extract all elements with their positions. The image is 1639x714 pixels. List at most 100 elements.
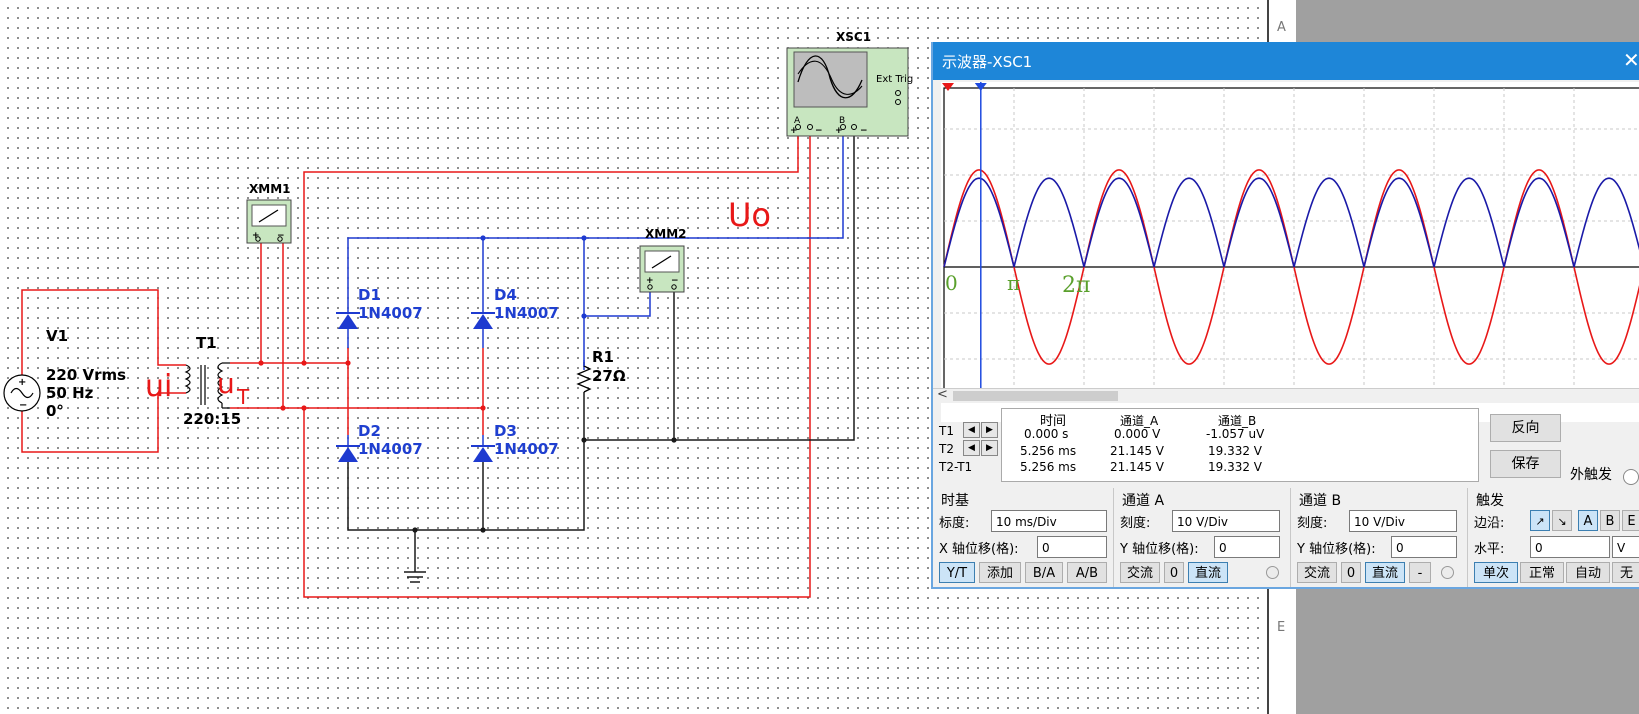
cursor-diff-label: T2-T1: [939, 460, 973, 474]
cursor-t1-label: T1: [939, 424, 954, 438]
zero-label: 0: [945, 271, 958, 295]
scroll-thumb[interactable]: [953, 391, 1118, 401]
rising-edge-icon[interactable]: ↗: [1530, 510, 1550, 531]
diode-d4-part: 1N4007: [494, 304, 559, 322]
diode-d2-name: D2: [358, 422, 381, 440]
channel-b-zero-button[interactable]: 0: [1341, 562, 1361, 583]
transformer-name: T1: [196, 334, 217, 352]
timebase-scale-label: 标度:: [939, 516, 970, 531]
red-wires[interactable]: [21, 132, 811, 598]
trigger-level-unit[interactable]: V: [1612, 536, 1639, 558]
blue-wires[interactable]: [347, 132, 844, 370]
channel-b-dc-button[interactable]: 直流: [1365, 562, 1405, 583]
annotation-ut: u: [217, 367, 235, 400]
trigger-level-field[interactable]: 0: [1530, 536, 1610, 558]
channel-b-minus-button[interactable]: -: [1409, 562, 1431, 583]
channel-b-ac-button[interactable]: 交流: [1297, 562, 1337, 583]
window-titlebar[interactable]: 示波器-XSC1 ✕: [933, 42, 1639, 80]
svg-text:−: −: [860, 126, 868, 136]
table-cell: 0.000 s: [1024, 427, 1069, 441]
source-frequency: 50 Hz: [46, 384, 94, 402]
diode-d2[interactable]: [336, 435, 360, 462]
channel-a-ac-button[interactable]: 交流: [1120, 562, 1160, 583]
falling-edge-icon[interactable]: ↘: [1552, 510, 1572, 531]
cursor-readout-table: 时间 通道_A 通道_B 0.000 s 0.000 V -1.057 uV 5…: [1001, 408, 1479, 482]
trigger-normal-button[interactable]: 正常: [1520, 562, 1564, 583]
channel-a-scale-field[interactable]: 10 V/Div: [1172, 510, 1280, 532]
diode-d3-name: D3: [494, 422, 517, 440]
multimeter-xmm2[interactable]: + −: [639, 245, 685, 293]
transformer-symbol[interactable]: [184, 362, 230, 409]
channel-a-ypos-label: Y 轴位移(格):: [1120, 542, 1199, 557]
channel-b-trace: [943, 177, 1639, 268]
channel-b-scale-label: 刻度:: [1297, 516, 1328, 531]
table-cell: 0.000 V: [1114, 427, 1161, 441]
trigger-source-ext-button[interactable]: E: [1622, 510, 1639, 531]
trigger-none-button[interactable]: 无: [1612, 562, 1639, 583]
reverse-button[interactable]: 反向: [1490, 414, 1561, 442]
t2-right-arrow-icon[interactable]: ▶: [981, 440, 998, 456]
source-voltage: 220 Vrms: [46, 366, 126, 384]
trigger-source-a-button[interactable]: A: [1578, 510, 1598, 531]
diode-d4[interactable]: [471, 312, 495, 348]
timebase-scale-field[interactable]: 10 ms/Div: [991, 510, 1107, 532]
trigger-source-b-button[interactable]: B: [1600, 510, 1620, 531]
diode-d3-part: 1N4007: [494, 440, 559, 458]
channel-a-zero-button[interactable]: 0: [1164, 562, 1184, 583]
cursor-t2-label: T2: [939, 442, 954, 456]
channel-a-scale-label: 刻度:: [1120, 516, 1151, 531]
channel-b-scale-field[interactable]: 10 V/Div: [1349, 510, 1457, 532]
window-title: 示波器-XSC1: [942, 53, 1033, 71]
resistor-r1[interactable]: [576, 360, 592, 393]
channel-a-dc-button[interactable]: 直流: [1188, 562, 1228, 583]
channel-b-title: 通道 B: [1299, 493, 1342, 509]
black-wires[interactable]: [347, 132, 855, 583]
scope-grid-frame: [943, 87, 1639, 403]
table-cell: 5.256 ms: [1020, 460, 1077, 474]
mode-ba-button[interactable]: B/A: [1025, 562, 1063, 583]
mode-yt-button[interactable]: Y/T: [939, 562, 975, 583]
ext-trigger-radio[interactable]: [1623, 469, 1639, 485]
save-button[interactable]: 保存: [1490, 450, 1561, 478]
svg-text:+: +: [646, 276, 654, 286]
mode-add-button[interactable]: 添加: [979, 562, 1021, 583]
svg-text:+: +: [790, 126, 798, 136]
horizontal-scrollbar[interactable]: <: [933, 387, 1639, 403]
t1-left-arrow-icon[interactable]: ◀: [963, 422, 980, 438]
svg-text:−: −: [277, 231, 285, 241]
channel-b-radio[interactable]: [1441, 566, 1454, 579]
resistor-value: 27Ω: [592, 367, 626, 385]
t1-right-arrow-icon[interactable]: ▶: [981, 422, 998, 438]
circuit-schematic: + − V1 220 Vrms 50 Hz 0° T1 220:15 ui u …: [3, 30, 913, 598]
readout-header-b: 通道_B: [1218, 414, 1257, 428]
trigger-auto-button[interactable]: 自动: [1566, 562, 1610, 583]
svg-text:−: −: [19, 400, 27, 411]
two-pi-label: 2π: [1062, 273, 1090, 298]
multimeter-xmm2-label: XMM2: [645, 227, 686, 241]
scroll-left-arrow-icon[interactable]: <: [937, 387, 948, 402]
x-position-field[interactable]: 0: [1037, 536, 1107, 558]
channel-b-ypos-label: Y 轴位移(格):: [1297, 542, 1376, 557]
border-letter-a: A: [1277, 20, 1286, 35]
diode-d1[interactable]: [336, 312, 360, 348]
cursor-t1-marker: [942, 83, 954, 91]
channel-b-ypos-field[interactable]: 0: [1391, 536, 1457, 558]
svg-text:−: −: [815, 126, 823, 136]
svg-text:−: −: [671, 276, 679, 286]
table-cell: 5.256 ms: [1020, 444, 1077, 458]
trigger-single-button[interactable]: 单次: [1474, 562, 1518, 583]
source-name: V1: [46, 327, 68, 345]
ac-source-symbol[interactable]: + −: [3, 374, 41, 412]
oscilloscope-xsc1[interactable]: + − + −: [786, 47, 909, 137]
multimeter-xmm1[interactable]: + −: [246, 199, 292, 244]
channel-a-ypos-field[interactable]: 0: [1214, 536, 1280, 558]
diode-d3[interactable]: [471, 435, 495, 462]
mode-ab-button[interactable]: A/B: [1067, 562, 1107, 583]
t2-left-arrow-icon[interactable]: ◀: [963, 440, 980, 456]
trigger-title: 触发: [1476, 493, 1504, 509]
close-icon[interactable]: ✕: [1623, 48, 1639, 72]
x-position-label: X 轴位移(格):: [939, 542, 1019, 557]
channel-a-radio[interactable]: [1266, 566, 1279, 579]
